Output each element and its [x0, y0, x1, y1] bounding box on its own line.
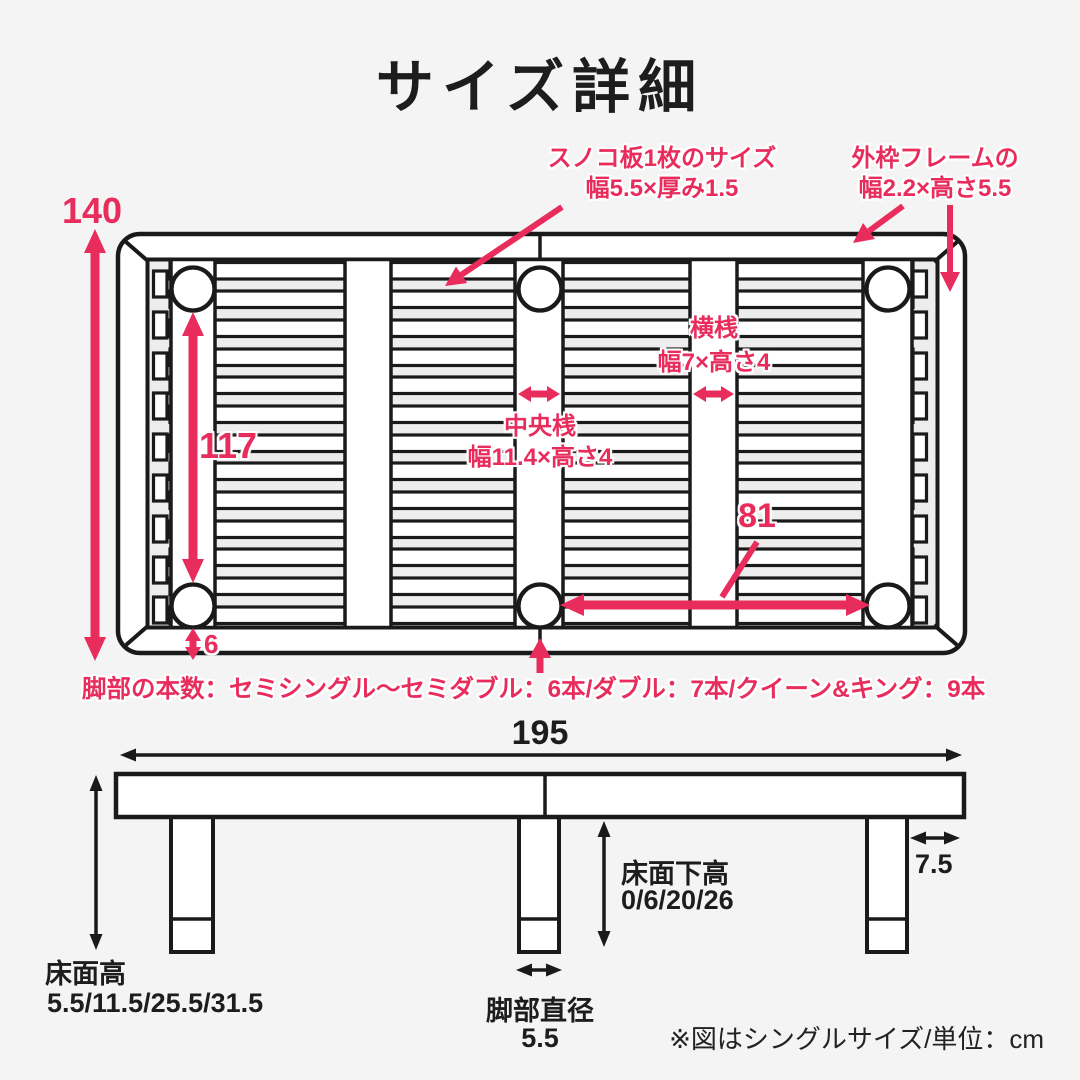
leg-circles [169, 265, 912, 630]
leg-diameter-label: 脚部直径 [486, 996, 594, 1026]
legs-count-note: 脚部の本数：セミシングル〜セミダブル：6本/ダブル：7本/クイーン&キング：9本 [82, 676, 986, 703]
vertical-rails [169, 257, 914, 630]
center-rail-label-line1: 中央桟 [504, 413, 576, 440]
arrow-140 [84, 229, 106, 661]
arrow-81 [560, 540, 870, 616]
floor-height-values: 5.5/11.5/25.5/31.5 [47, 988, 264, 1018]
side-leg-center [517, 815, 561, 954]
arrow-6 [185, 628, 201, 660]
side-leg-right [865, 815, 909, 954]
right-leg-rail [861, 257, 914, 630]
size-note: ※図はシングルサイズ/単位：cm [669, 1024, 1044, 1054]
arrow-outer-frame-pointer-vertical [940, 205, 960, 292]
dim-195: 195 [511, 714, 569, 752]
page-title: サイズ詳細 [375, 55, 705, 120]
arrow-floor-height [89, 775, 103, 950]
outer-frame-label-line2: 幅2.2×高さ5.5 [858, 175, 1012, 202]
arrow-legs-note-pointer [529, 638, 551, 673]
slat-size-label-line1: スノコ板1枚のサイズ [547, 145, 777, 172]
slat-size-label-line2: 幅5.5×厚み1.5 [585, 175, 739, 202]
dim-6: 6 [204, 629, 219, 659]
under-floor-label: 床面下高 [621, 859, 729, 889]
dim-81: 81 [738, 497, 776, 535]
side-leg-left [169, 815, 215, 954]
arrow-leg-diameter [516, 963, 562, 977]
arrow-7-5 [910, 831, 960, 845]
pink-dimension-arrows [84, 203, 960, 673]
arrow-195 [120, 748, 962, 762]
corner-bevels [124, 240, 959, 647]
side-legs [169, 815, 909, 954]
dim-117: 117 [199, 425, 258, 466]
dim-7-5: 7.5 [915, 849, 953, 879]
side-frame [113, 771, 967, 820]
center-rail [513, 257, 565, 630]
slat-end-tabs-right [911, 269, 929, 625]
arrow-center-rail-width [518, 386, 560, 402]
floor-height-label: 床面高 [45, 959, 126, 989]
arrow-cross-rail-width [693, 386, 734, 402]
outer-frame-label-line1: 外枠フレームの [851, 145, 1019, 172]
arrow-117 [182, 312, 204, 583]
arrow-under-floor-height [597, 821, 611, 947]
pointer-81 [719, 540, 760, 599]
slat-end-tabs-left [151, 269, 169, 625]
dim-140: 140 [62, 190, 123, 231]
cross-rail-label-line2: 幅7×高さ4 [657, 349, 771, 376]
center-rail-label-line2: 幅11.4×高さ4 [467, 444, 613, 471]
under-floor-values: 0/6/20/26 [621, 885, 734, 915]
top-view-bed-frame [115, 231, 968, 656]
cross-rail-label-line1: 横桟 [690, 315, 738, 342]
side-view-bed-frame [113, 771, 967, 954]
cross-rail [688, 257, 739, 630]
arrow-slat-pointer [445, 204, 564, 286]
arrow-outer-frame-pointer-diagonal [853, 203, 905, 243]
cross-rail [343, 257, 393, 630]
leg-diameter-value: 5.5 [521, 1023, 559, 1053]
black-dimension-arrows [89, 748, 962, 977]
